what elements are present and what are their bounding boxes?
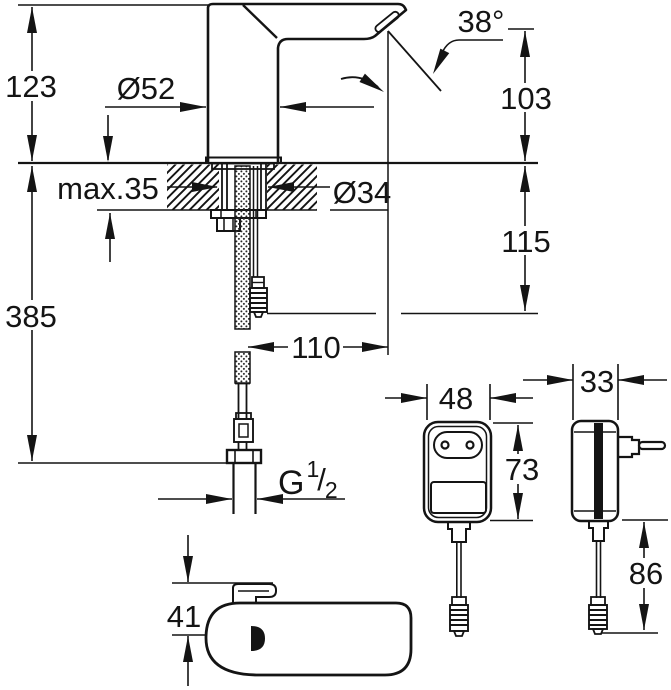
ext-adapter-height	[490, 422, 533, 522]
faucet-outline	[206, 2, 408, 163]
sensor-arc-arrowhead	[359, 73, 387, 97]
spout-capsule-outline	[204, 601, 413, 677]
threaded-shank	[221, 164, 267, 210]
adapter-side-cable	[595, 541, 602, 598]
side-connector-tip	[591, 628, 605, 635]
spout-angle-line	[387, 30, 442, 92]
socket-pin-hole-left	[440, 440, 450, 450]
side-connector-ribs	[589, 609, 607, 626]
thread-denominator: 2	[325, 477, 338, 503]
label-adapter-height: 73	[505, 452, 539, 487]
fitting-tube	[237, 442, 248, 450]
adapter-side-strain-relief	[588, 520, 609, 542]
label-connector-depth: 115	[501, 224, 550, 259]
braided-hose-upper	[234, 165, 251, 330]
adapter-side-stripe	[594, 423, 603, 519]
label-backgrounds	[5, 71, 669, 588]
socket-recess	[433, 431, 483, 459]
cable-plug-tip	[252, 311, 265, 318]
angle-leader-arrowhead	[428, 48, 450, 77]
label-mounting-hole-diameter: Ø34	[333, 175, 392, 210]
label-spout-reach: 110	[291, 330, 340, 365]
socket-pin-hole-right	[465, 440, 475, 450]
front-connector-body	[449, 604, 469, 632]
power-adapter-side-view	[570, 419, 667, 635]
adapter-front-strain-relief	[447, 521, 471, 543]
hose-fitting	[233, 418, 254, 443]
adapter-front-inner	[427, 425, 488, 519]
side-connector-top	[590, 596, 606, 606]
thread-slash: /	[317, 462, 326, 497]
connection-nut	[225, 448, 263, 465]
shank-washer-detail	[220, 210, 257, 218]
label-max-deck-thickness: max.35	[57, 171, 159, 206]
spout-clip	[232, 583, 277, 603]
front-connector-ribs	[450, 609, 468, 626]
label-spout-outlet-height: 103	[500, 81, 552, 116]
label-body-diameter: Ø52	[117, 71, 176, 106]
dimension-labels: 123 Ø52 38° 103 max.35 Ø34 115 385 110 4…	[5, 4, 663, 634]
sensor-window	[251, 626, 265, 651]
label-cable-length: 86	[629, 556, 663, 591]
label-spout-angle: 38°	[458, 4, 505, 39]
adapter-front-cable	[456, 542, 462, 598]
sensor-cable	[252, 166, 259, 277]
spout-side-view	[204, 583, 413, 677]
mains-plug-base	[618, 435, 641, 459]
adapter-label-plate	[430, 481, 487, 514]
label-spout-body-height: 41	[167, 599, 201, 634]
label-adapter-depth: 33	[580, 364, 614, 399]
hose-fitting-inner	[238, 423, 249, 438]
braided-hose-lower	[234, 351, 251, 384]
thread-pipe	[232, 463, 257, 514]
ext-adapter-depth	[572, 364, 619, 420]
adapter-front-body	[422, 420, 493, 524]
label-thread-size: G1/2	[278, 456, 338, 503]
label-total-height: 123	[5, 69, 57, 104]
power-adapter-front-view	[422, 420, 493, 637]
ext-adapter-width	[426, 384, 491, 420]
ext-cable-length	[602, 519, 668, 634]
front-connector-tip	[452, 630, 466, 637]
faucet-base-plate	[205, 156, 282, 163]
label-adapter-width: 48	[439, 381, 473, 416]
faucet-neck-edge	[242, 4, 278, 39]
connection-nut-detail	[234, 450, 254, 463]
thread-prefix: G	[278, 464, 304, 502]
cable-plug-ribs	[250, 292, 267, 309]
front-connector-top	[451, 596, 467, 606]
mains-plug-pin	[637, 440, 667, 451]
aerator-slot	[374, 10, 400, 33]
label-hose-length: 385	[5, 299, 57, 334]
faucet-underdeck-assembly	[210, 164, 268, 514]
shank-nut-detail	[223, 218, 234, 231]
thread-numerator: 1	[306, 456, 319, 482]
